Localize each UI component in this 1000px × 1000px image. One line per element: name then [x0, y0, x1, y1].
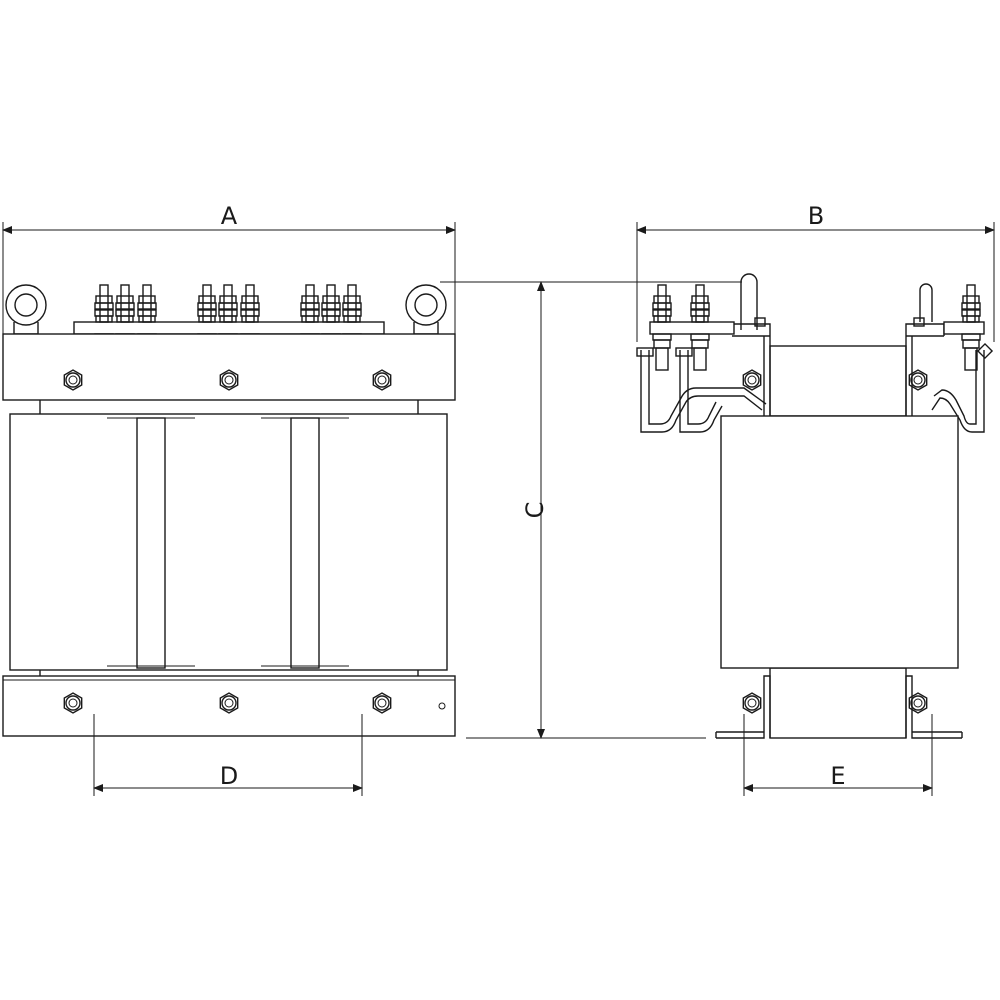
lifting-eye-right — [405, 284, 447, 335]
top-bolt-2 — [219, 369, 239, 391]
dimension-label-e: E — [830, 762, 845, 790]
bracket-bolt-4 — [908, 692, 928, 714]
bracket-bolt-3 — [742, 692, 762, 714]
dimension-c: C — [440, 281, 742, 739]
bottom-bolt-2 — [219, 692, 239, 714]
connection-leads — [636, 342, 994, 433]
dimension-d: D — [93, 714, 363, 796]
dimension-label-a: A — [221, 202, 238, 230]
bottom-clamp-bolts — [63, 692, 392, 714]
mounting-bracket-left — [732, 273, 771, 416]
side-terminal-3 — [961, 284, 981, 371]
mounting-feet — [715, 675, 963, 739]
dimension-e: E — [743, 714, 933, 796]
coil-dividers — [107, 413, 349, 671]
dimension-label-c: C — [521, 502, 549, 519]
core-stack — [769, 345, 907, 417]
mounting-bracket-right — [905, 283, 945, 416]
bracket-bolt-1 — [742, 369, 762, 391]
dimension-b: B — [636, 202, 995, 342]
side-view — [636, 273, 994, 739]
dimension-label-d: D — [220, 762, 238, 790]
top-bolt-1 — [63, 369, 83, 391]
dimension-label-b: B — [808, 202, 824, 230]
terminal-strip-right — [943, 321, 985, 335]
terminal-board — [73, 321, 385, 335]
side-terminal-2 — [690, 284, 710, 371]
side-terminal-1 — [652, 284, 672, 371]
coil-side — [720, 415, 959, 669]
lifting-eye-left — [5, 284, 47, 335]
top-bolt-3 — [372, 369, 392, 391]
dimension-a: A — [2, 202, 456, 334]
terminal-strip-left — [649, 321, 735, 335]
top-clamp-bolts — [63, 369, 392, 391]
bottom-bolt-3 — [372, 692, 392, 714]
bracket-bolts — [742, 369, 928, 714]
bottom-bolt-1 — [63, 692, 83, 714]
core-body — [9, 413, 448, 671]
front-view — [2, 284, 456, 737]
bracket-bolt-2 — [908, 369, 928, 391]
terminal-posts — [652, 284, 981, 371]
